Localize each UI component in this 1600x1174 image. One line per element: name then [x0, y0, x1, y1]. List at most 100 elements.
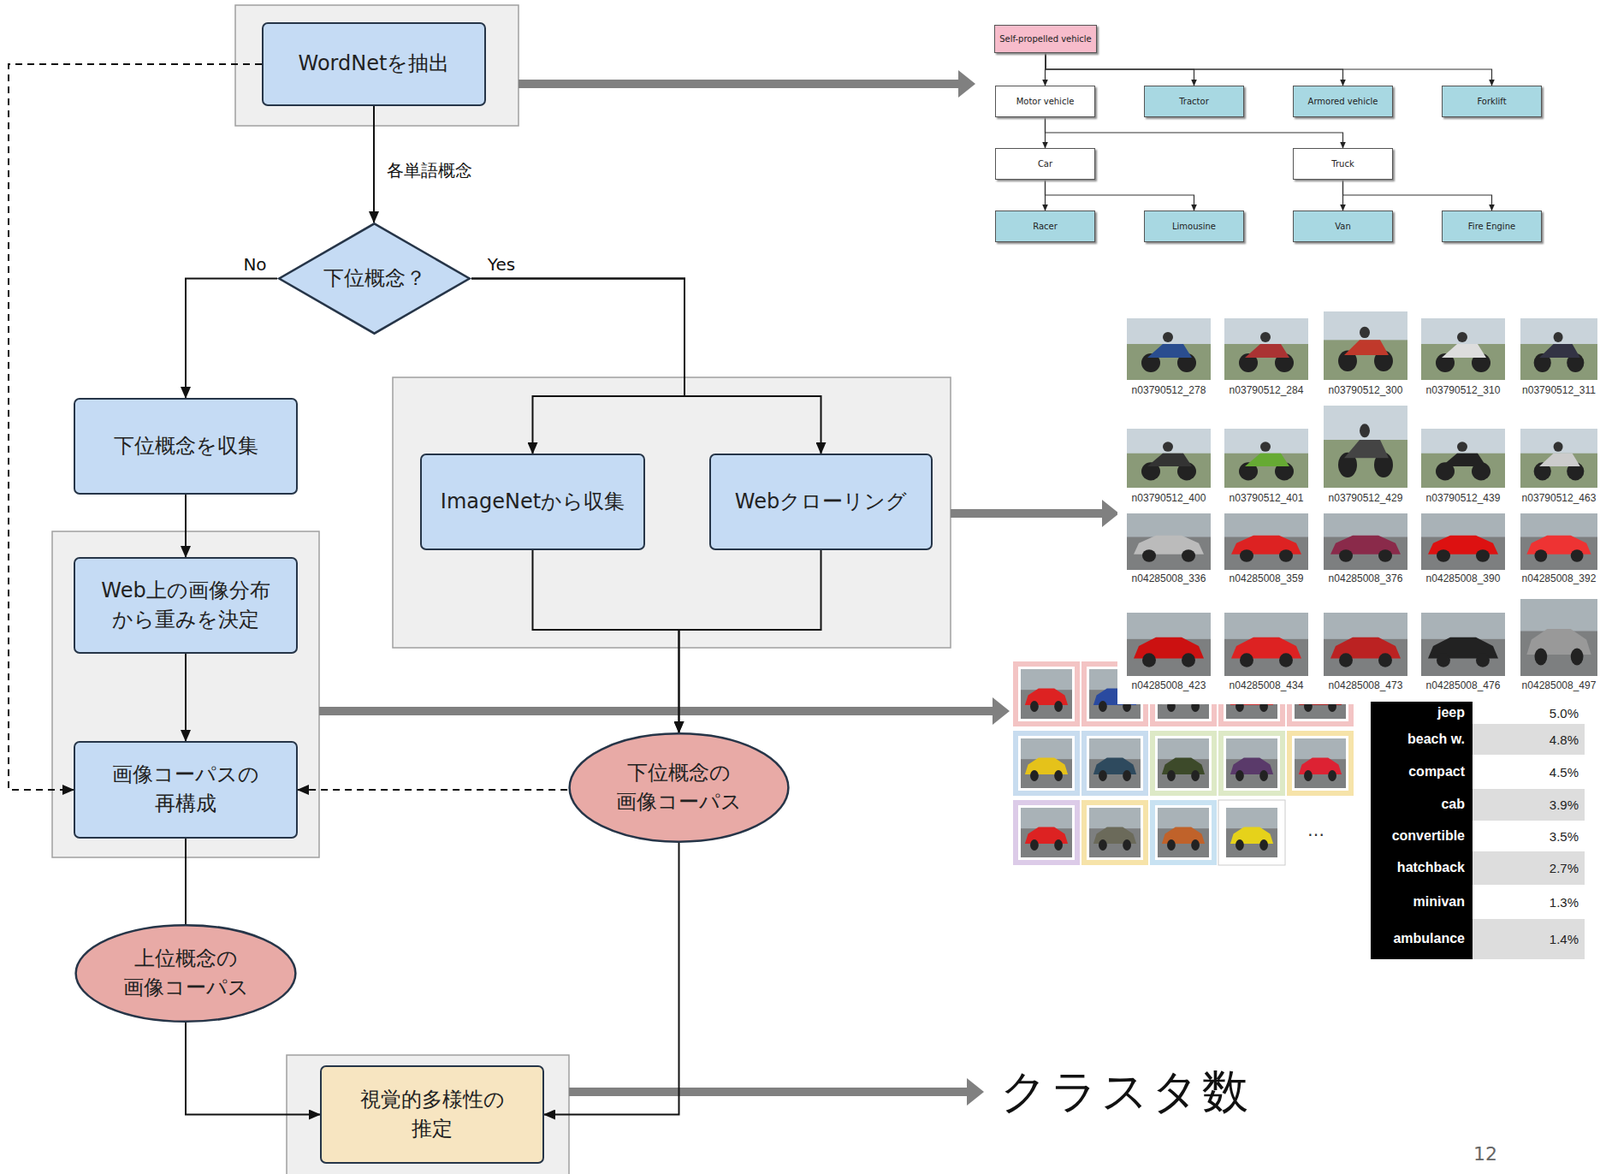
thumb-mat: [1018, 735, 1075, 791]
connector: [1045, 117, 1344, 149]
tree-leaf-box: Armored vehicle: [1292, 85, 1393, 118]
node-label: 下位概念？: [323, 264, 427, 294]
image-caption: n04285008_497: [1522, 679, 1597, 692]
ellipse-outline: [567, 732, 791, 843]
output-arrowhead: [958, 70, 976, 98]
table-key: ambulance: [1392, 930, 1465, 947]
image-caption: n04285008_390: [1426, 572, 1501, 585]
node-text-group: Webクローリング: [734, 487, 907, 517]
result-label: クラスタ数: [1000, 1060, 1252, 1124]
image-caption: n03790512_311: [1522, 384, 1596, 397]
data-ellipse: 下位概念の 画像コーパス: [567, 732, 791, 843]
node-text-group: Limousine: [1172, 221, 1216, 232]
thumb-mat: [1018, 666, 1075, 722]
image-caption: n03790512_300: [1328, 384, 1404, 397]
node-label: Armored vehicle: [1308, 96, 1379, 107]
process-box: Web上の画像分布 から重みを決定: [73, 557, 298, 654]
photo: [1126, 318, 1211, 380]
table-key: beach w.: [1407, 731, 1465, 747]
thumb-photo: [1089, 807, 1141, 858]
output-arrowhead: [992, 697, 1010, 725]
node-label: Truck: [1331, 159, 1354, 170]
share-table: [1370, 701, 1585, 960]
connector: [184, 653, 187, 741]
thumb-photo: [1089, 738, 1141, 789]
node-label: WordNetを抽出: [298, 49, 451, 79]
thumb-mat: [1155, 805, 1212, 860]
process-box: 下位概念を収集: [73, 397, 298, 495]
node-label: ImageNetから収集: [440, 487, 625, 517]
thumb-frame: [1218, 800, 1286, 866]
thumb-mat: [1223, 735, 1280, 791]
table-value: 1.4%: [1549, 931, 1579, 947]
thumb-frame: [1013, 730, 1080, 796]
tree-box: Car: [995, 148, 1096, 180]
connector: [185, 1022, 320, 1115]
image-caption: n04285008_376: [1328, 572, 1404, 585]
table-band: [1472, 788, 1585, 821]
tree-leaf-box: Van: [1292, 210, 1393, 243]
node-label: Car: [1037, 159, 1053, 170]
photo: [1323, 311, 1408, 380]
thumb-mat: [1018, 805, 1075, 860]
thumb-photo: [1226, 738, 1278, 789]
node-text-group: Motor vehicle: [1016, 96, 1075, 107]
photo: [1323, 612, 1408, 676]
output-arrow: [518, 79, 960, 89]
node-text-group: 上位概念の 画像コーパス: [112, 944, 259, 1002]
tree-leaf-box: Racer: [995, 210, 1096, 243]
node-label: Tractor: [1179, 96, 1209, 107]
ellipse-shape: [569, 733, 789, 842]
node-text-group: Tractor: [1179, 96, 1209, 107]
connector: [1045, 53, 1493, 86]
image-caption: n03790512_463: [1522, 491, 1597, 504]
group-panel: [286, 1054, 569, 1174]
table-value: 4.8%: [1549, 732, 1579, 747]
table-value: 3.5%: [1549, 829, 1579, 844]
thumb-photo: [1020, 738, 1073, 789]
node-label: Self-propelled vehicle: [999, 34, 1092, 45]
connector: [184, 838, 187, 925]
node-text-group: ImageNetから収集: [440, 487, 625, 517]
photo: [1520, 598, 1598, 676]
connector: [471, 278, 685, 455]
photo: [1520, 513, 1598, 570]
page-number: 12: [1473, 1143, 1498, 1165]
diamond-shape: [278, 223, 469, 333]
thumb-photo: [1226, 807, 1278, 858]
tree-leaf-box: Fire Engine: [1441, 210, 1542, 243]
image-caption: n04285008_434: [1229, 679, 1304, 692]
thumb-frame: [1081, 800, 1149, 866]
thumb-frame: [1218, 730, 1286, 796]
node-label: 視覚的多様性の 推定: [350, 1085, 514, 1144]
process-box: ImageNetから収集: [420, 453, 646, 551]
node-text-group: 下位概念？: [323, 264, 427, 294]
thumb-mat: [1223, 805, 1280, 860]
photo: [1224, 428, 1309, 488]
connector: [471, 278, 822, 455]
connector: [373, 106, 375, 223]
photo: [1323, 405, 1408, 488]
dashed-connector: [297, 788, 568, 791]
tree-root-box: Self-propelled vehicle: [994, 24, 1097, 54]
edge-label: Yes: [485, 254, 517, 275]
thumb-photo: [1157, 807, 1209, 858]
node-label: 下位概念を収集: [113, 432, 259, 462]
connector: [1343, 179, 1493, 211]
table-value: 4.5%: [1549, 764, 1579, 780]
photo: [1323, 513, 1408, 570]
thumb-photo: [1020, 807, 1073, 858]
node-text-group: 下位概念の 画像コーパス: [606, 758, 753, 817]
process-box: 画像コーパスの 再構成: [73, 740, 298, 839]
ellipse-shape: [76, 924, 297, 1022]
node-text-group: 視覚的多様性の 推定: [350, 1085, 514, 1144]
table-key: hatchback: [1397, 859, 1465, 876]
node-text-group: 下位概念を収集: [113, 432, 259, 462]
photo: [1520, 428, 1598, 488]
photo-panel: [1117, 306, 1600, 705]
group-panel: [52, 531, 320, 858]
result-box: 視覚的多様性の 推定: [320, 1065, 545, 1164]
connector: [184, 494, 187, 558]
thumb-frame: [1013, 800, 1080, 866]
image-caption: n03790512_284: [1229, 384, 1304, 397]
